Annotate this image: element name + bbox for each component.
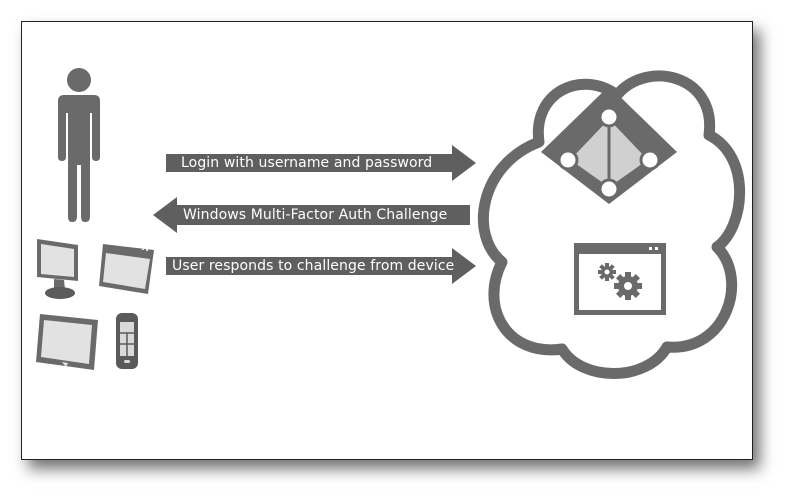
device-response-arrow-label: User responds to challenge from device bbox=[172, 258, 455, 274]
phone-icon bbox=[116, 313, 138, 369]
browser-window-icon bbox=[99, 244, 154, 294]
mfa-challenge-arrow: Windows Multi-Factor Auth Challenge bbox=[153, 197, 470, 233]
cloud-icon bbox=[477, 70, 745, 379]
diagram-frame: Login with username and password Windows… bbox=[21, 21, 753, 460]
person-icon bbox=[58, 68, 100, 222]
azure-ad-icon bbox=[541, 86, 677, 204]
device-response-arrow: User responds to challenge from device bbox=[166, 248, 476, 284]
tablet-icon bbox=[36, 314, 98, 370]
login-arrow: Login with username and password bbox=[166, 145, 476, 181]
app-settings-icon bbox=[574, 243, 666, 315]
monitor-icon bbox=[37, 239, 78, 299]
mfa-challenge-arrow-label: Windows Multi-Factor Auth Challenge bbox=[183, 207, 448, 223]
login-arrow-label: Login with username and password bbox=[181, 155, 433, 171]
